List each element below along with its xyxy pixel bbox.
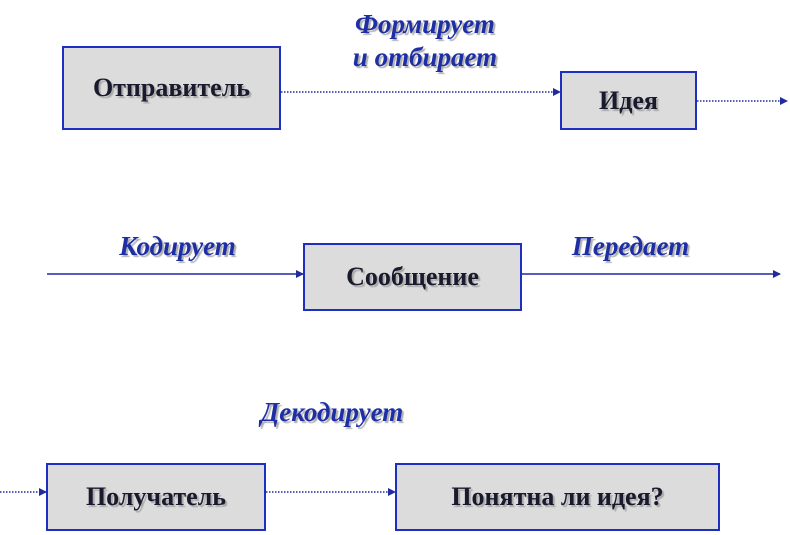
understood-box: Понятна ли идея?: [395, 463, 720, 531]
message-box-label: Сообщение: [346, 262, 479, 291]
understood-box-label: Понятна ли идея?: [451, 482, 664, 511]
decodes-label-text: Декодирует: [260, 397, 404, 427]
forms-label-line2: и отбирает: [352, 42, 498, 72]
receiver-box-label: Получатель: [85, 482, 227, 511]
forms-label: Формирует и отбирает: [325, 8, 525, 74]
idea-box-label: Идея: [599, 85, 658, 115]
receiver-box: Получатель: [46, 463, 266, 531]
decodes-label: Декодирует: [232, 396, 432, 429]
encodes-label: Кодирует: [95, 230, 260, 263]
sender-box: Отправитель: [62, 46, 281, 130]
forms-label-line1: Формирует: [355, 9, 495, 39]
sender-box-label: Отправитель: [92, 73, 251, 102]
transmits-label: Передает: [548, 230, 713, 263]
transmits-label-text: Передает: [571, 231, 690, 261]
idea-box: Идея: [560, 71, 697, 130]
message-box: Сообщение: [303, 243, 522, 311]
encodes-label-text: Кодирует: [119, 231, 236, 261]
